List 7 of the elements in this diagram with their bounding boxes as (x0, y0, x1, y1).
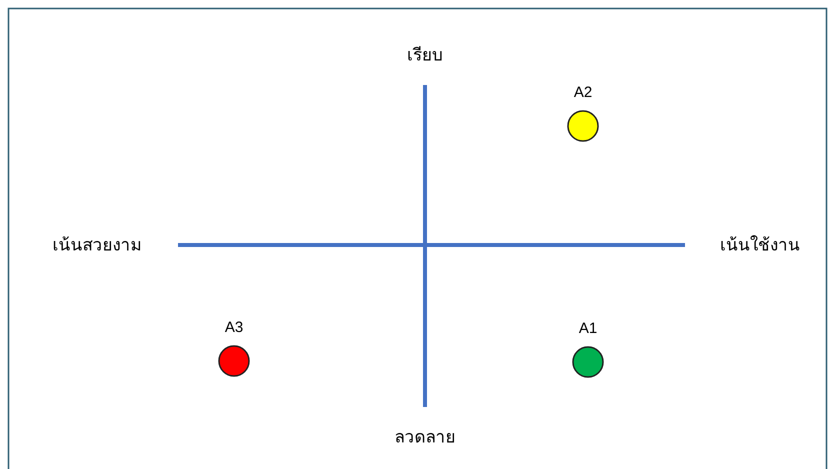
point-label: A2 (572, 84, 594, 102)
point-label: A3 (224, 319, 244, 337)
axis-label: ลวดลาย (394, 430, 456, 446)
point-label: A1 (578, 320, 598, 338)
axis-label: เน้นใช้งาน (720, 238, 800, 254)
axis-label: เน้นสวยงาม (52, 238, 142, 254)
axis-label: เรียบ (407, 48, 443, 64)
